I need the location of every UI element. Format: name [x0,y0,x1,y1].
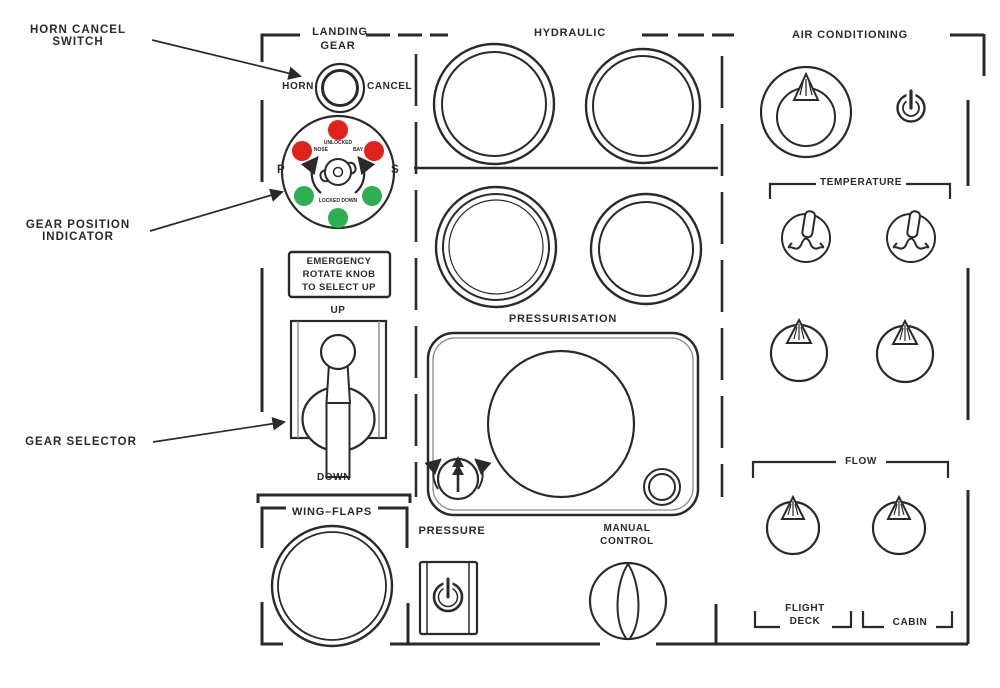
panel-border [260,33,986,646]
hydraulic-title: HYDRAULIC [534,27,606,39]
hydraulic-gauge [432,42,556,166]
gear-selector[interactable] [289,319,388,478]
temperature-toggle-right[interactable] [886,210,936,263]
temperature-bracket [768,182,952,199]
pressure-label: PRESSURE [418,525,486,537]
hydraulic-gauge [589,192,703,306]
gear-unlocked-light [292,141,312,161]
flight-deck-bracket [753,611,853,629]
emergency-placard-line1: EMERGENCY [306,256,372,267]
cabin-bracket [861,611,954,629]
emergency-placard-line2: ROTATE KNOB [302,269,376,280]
gear-unlocked-light [364,141,384,161]
gear-position-callout-line2: INDICATOR [42,231,114,243]
horn-cancel-callout-line2: SWITCH [52,36,104,48]
flight-deck-label-line1: FLIGHT [785,603,825,614]
horn-cancel-callout-line1: HORN CANCEL [30,24,126,36]
flow-knob-left[interactable] [765,494,821,556]
cabin-label: CABIN [892,617,928,628]
horn-label: HORN [282,81,314,92]
gear-up-label: UP [330,305,346,316]
hydraulic-gauge [434,185,558,309]
temperature-knob-left[interactable] [769,317,829,383]
gear-down-label: DOWN [316,472,352,483]
gear-selector-slot [325,401,351,478]
pressurisation-panel [424,331,700,517]
pressurisation-small-dial [643,468,681,506]
emergency-placard-box [287,250,392,299]
gear-unlocked-light [328,120,348,140]
gear-selector-callout: GEAR SELECTOR [25,436,137,448]
hydraulic-gauge [584,47,702,165]
gear-locked-light [362,186,382,206]
wing-flaps-bracket [260,506,409,548]
ac-power-toggle[interactable] [896,89,926,123]
ac-master-knob[interactable] [759,65,853,159]
indicator-bay-label: BAY [352,147,364,153]
pressurisation-rate-knob[interactable] [424,456,492,501]
manual-control-label-line2: CONTROL [600,536,654,547]
temperature-label: TEMPERATURE [820,177,902,188]
temperature-knob-right[interactable] [875,318,935,384]
temperature-toggle-left[interactable] [781,210,831,263]
pressurisation-title: PRESSURISATION [508,313,618,325]
callout-arrow-selector [152,417,287,443]
cancel-label: CANCEL [367,81,413,92]
flow-bracket [751,460,950,478]
pressure-switch[interactable] [418,560,479,636]
horn-cancel-switch[interactable] [314,62,366,114]
indicator-locked-down-label: LOCKED DOWN [318,198,358,204]
callout-arrow-indicator [149,188,284,232]
manual-control-label-line1: MANUAL [603,523,651,534]
indicator-port-label: P [277,164,286,176]
gear-position-indicator [280,114,396,230]
flow-knob-right[interactable] [871,494,927,556]
gear-position-callout: GEAR POSITION INDICATOR [0,219,163,243]
landing-gear-divider [256,493,412,503]
landing-gear-title-line2: GEAR [320,40,356,52]
indicator-nose-label: NOSE [313,147,329,153]
flow-label: FLOW [845,456,877,467]
wing-flaps-title: WING–FLAPS [291,506,373,518]
pressurisation-main-dial [486,349,636,499]
gear-locked-light [294,186,314,206]
wing-flaps-gauge [270,524,394,648]
indicator-unlocked-label: UNLOCKED [323,140,353,146]
gear-position-callout-line1: GEAR POSITION [25,219,131,231]
air-conditioning-title: AIR CONDITIONING [791,29,909,41]
flight-deck-label-line2: DECK [789,616,821,627]
horn-cancel-callout: HORN CANCEL SWITCH [0,24,158,48]
gear-selector-lever-knob[interactable] [319,333,357,371]
manual-control-knob[interactable] [588,561,668,641]
gear-locked-light [328,208,348,228]
landing-gear-title-line1: LANDING [312,26,368,38]
power-icon [432,577,464,613]
callout-arrow-horn [151,39,302,80]
indicator-starboard-label: S [391,164,400,176]
emergency-placard-line3: TO SELECT UP [302,282,376,293]
indicator-knob [300,155,376,194]
